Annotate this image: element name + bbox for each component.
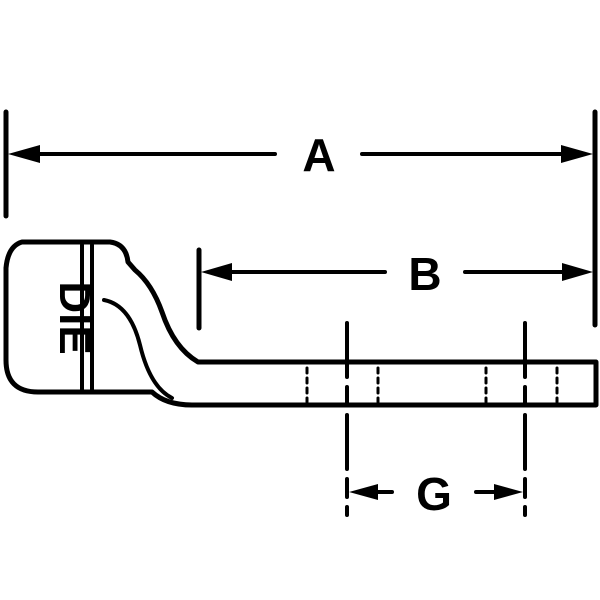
terminal-outline: [3, 239, 599, 408]
dimension-a-arrow-right: [561, 145, 593, 163]
stud-hole-right: [484, 366, 559, 404]
dimension-a-label: A: [302, 129, 335, 181]
stud-hole-left: [305, 366, 380, 404]
dimension-b-arrow-left: [201, 263, 232, 281]
dimension-a: [3, 109, 598, 328]
dimension-g-arrow-left: [349, 484, 378, 500]
terminal-body: [3, 239, 599, 408]
dimension-b-label: B: [408, 248, 441, 300]
dimension-b: [196, 247, 574, 331]
dimension-a-arrow-left: [8, 145, 40, 163]
dimension-g-arrow-right: [494, 484, 523, 500]
terminal-neck-inner: [102, 298, 174, 400]
die-label: DIE: [50, 281, 99, 354]
dimension-b-arrow-right: [562, 263, 593, 281]
dimension-g-label: G: [416, 468, 452, 520]
